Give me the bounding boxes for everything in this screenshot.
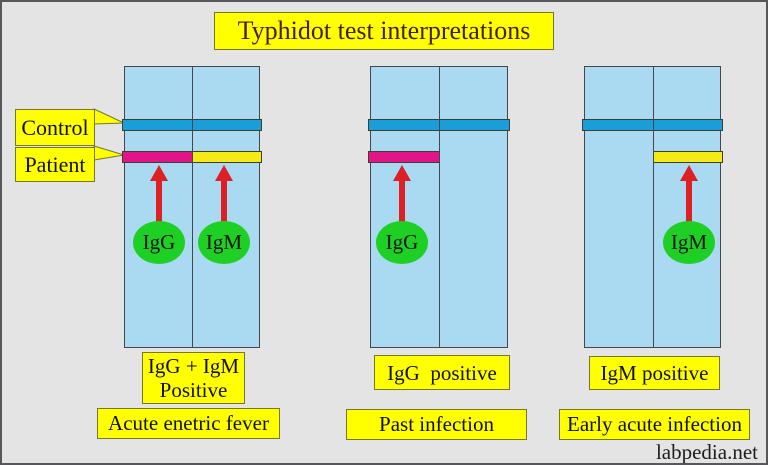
- patient-callout-pointer: [93, 145, 125, 161]
- test-strip-igg: [368, 66, 510, 348]
- igg-patient-band: [122, 151, 193, 163]
- arrow-head: [215, 165, 233, 181]
- igm-patient-band: [192, 151, 262, 163]
- page-title: Typhidot test interpretations: [214, 12, 554, 50]
- result-line: Positive: [159, 378, 228, 402]
- result-label-igm: IgM positive: [589, 356, 720, 390]
- igg-patient-band: [368, 151, 440, 163]
- arrow-shaft: [399, 180, 405, 222]
- patient-row-label: Patient: [15, 147, 95, 182]
- arrow-shaft: [686, 180, 692, 222]
- igm-marker-label: IgM: [670, 230, 708, 254]
- igg-marker-label: IgG: [142, 230, 176, 254]
- test-strip-igg-igm: [122, 66, 262, 348]
- igm-marker: IgM: [663, 221, 715, 264]
- strip-divider: [439, 67, 440, 347]
- up-arrow-icon: [393, 165, 411, 222]
- control-row-label: Control: [15, 109, 95, 146]
- igg-marker-label: IgG: [385, 230, 419, 254]
- up-arrow-icon: [215, 165, 233, 222]
- arrow-head: [150, 165, 168, 181]
- igg-marker: IgG: [133, 221, 185, 264]
- interpretation-label: Acute enetric fever: [97, 408, 280, 439]
- arrow-head: [680, 165, 698, 181]
- strip-divider: [652, 67, 654, 347]
- up-arrow-icon: [680, 165, 698, 222]
- igm-patient-band: [652, 151, 723, 163]
- result-line: IgM positive: [600, 361, 709, 385]
- igm-marker: IgM: [198, 221, 250, 264]
- result-line: IgG + IgM: [147, 354, 240, 378]
- arrow-shaft: [156, 180, 162, 222]
- arrow-shaft: [221, 180, 227, 222]
- result-label-igg-igm: IgG + IgM Positive: [142, 352, 245, 404]
- interpretation-label: Past infection: [346, 409, 527, 440]
- up-arrow-icon: [150, 165, 168, 222]
- strip-divider: [192, 67, 193, 347]
- interpretation-label: Early acute infection: [559, 409, 750, 440]
- arrow-head: [393, 165, 411, 181]
- igg-marker: IgG: [376, 221, 428, 264]
- control-callout-pointer: [93, 108, 125, 125]
- result-line: IgG positive: [387, 360, 497, 385]
- igm-marker-label: IgM: [205, 230, 243, 254]
- result-label-igg: IgG positive: [374, 355, 510, 390]
- site-watermark: labpedia.net: [655, 440, 758, 464]
- test-strip-igm: [582, 66, 723, 348]
